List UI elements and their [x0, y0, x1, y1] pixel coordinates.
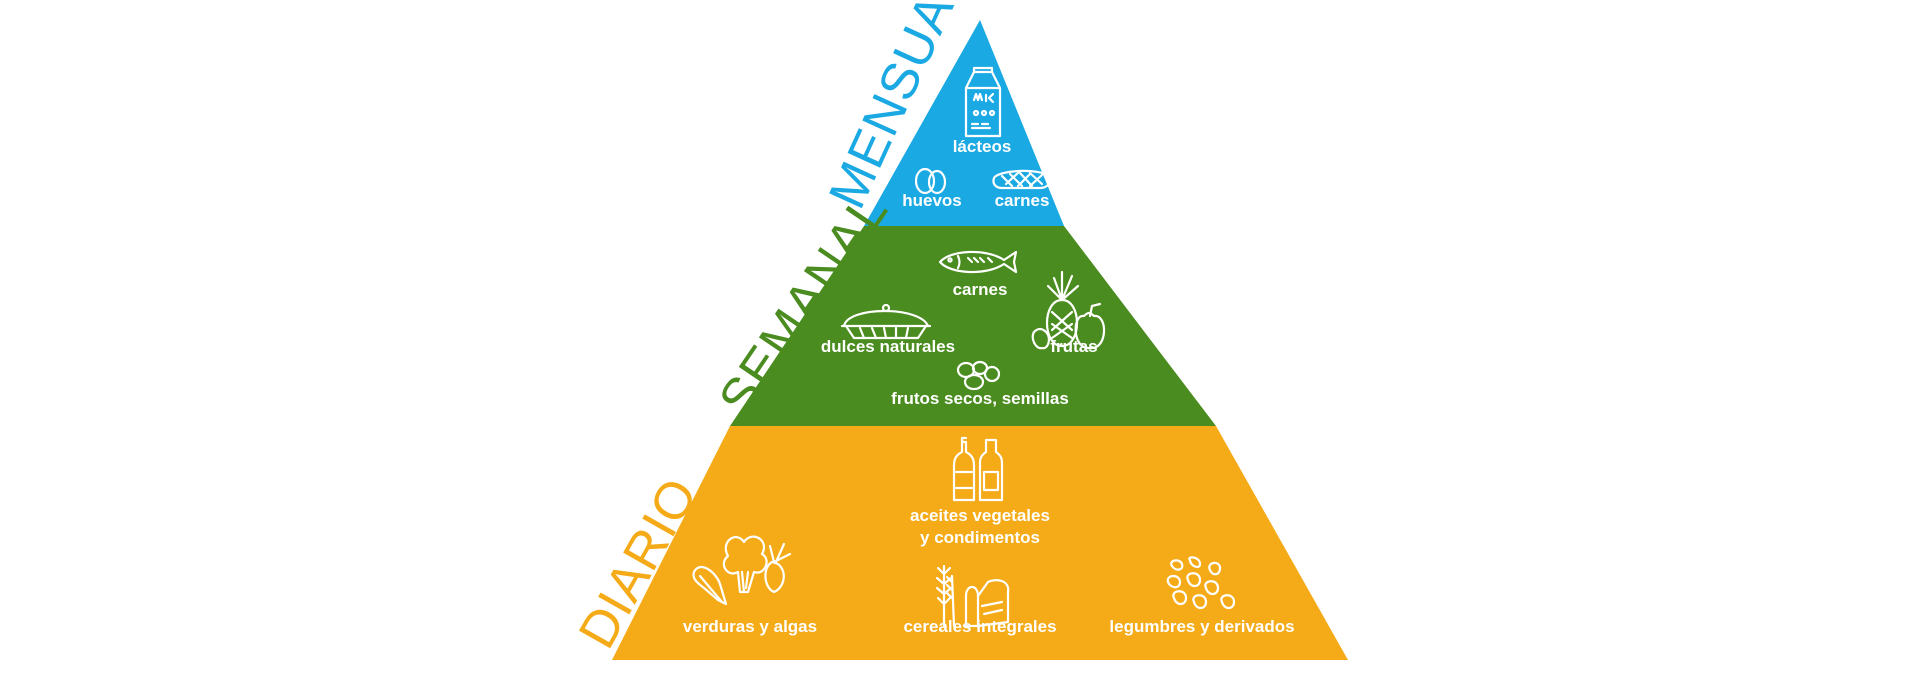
tier-monthly	[864, 20, 1064, 226]
label-legumbres: legumbres y derivados	[1109, 617, 1294, 636]
tier-weekly	[730, 226, 1216, 426]
label-huevos: huevos	[902, 191, 962, 210]
oil-bottles-icon	[952, 436, 1004, 502]
label-aceites: aceites vegetales	[910, 506, 1050, 525]
label-carnes-monthly: carnes	[995, 191, 1050, 210]
label-lacteos: lácteos	[953, 137, 1012, 156]
vegetables-icon	[692, 535, 792, 606]
label-cereales: cereales integrales	[903, 617, 1056, 636]
legumes-icon	[1166, 556, 1236, 610]
eggs-icon	[914, 167, 947, 195]
steak-icon	[992, 169, 1051, 190]
fish-icon	[938, 250, 1018, 274]
nuts-icon	[956, 360, 1001, 391]
label-dulces-naturales: dulces naturales	[821, 337, 955, 356]
tier-daily	[612, 426, 1348, 660]
milk-carton-icon	[964, 66, 1002, 138]
label-frutos-secos: frutos secos, semillas	[891, 389, 1069, 408]
label-verduras: verduras y algas	[683, 617, 817, 636]
label-carnes-weekly: carnes	[953, 280, 1008, 299]
label-frutas: frutas	[1050, 337, 1097, 356]
pie-icon	[840, 303, 932, 340]
wheat-bread-icon	[935, 564, 1010, 628]
fruits-icon	[1031, 270, 1106, 350]
label-condimentos: y condimentos	[920, 528, 1040, 547]
